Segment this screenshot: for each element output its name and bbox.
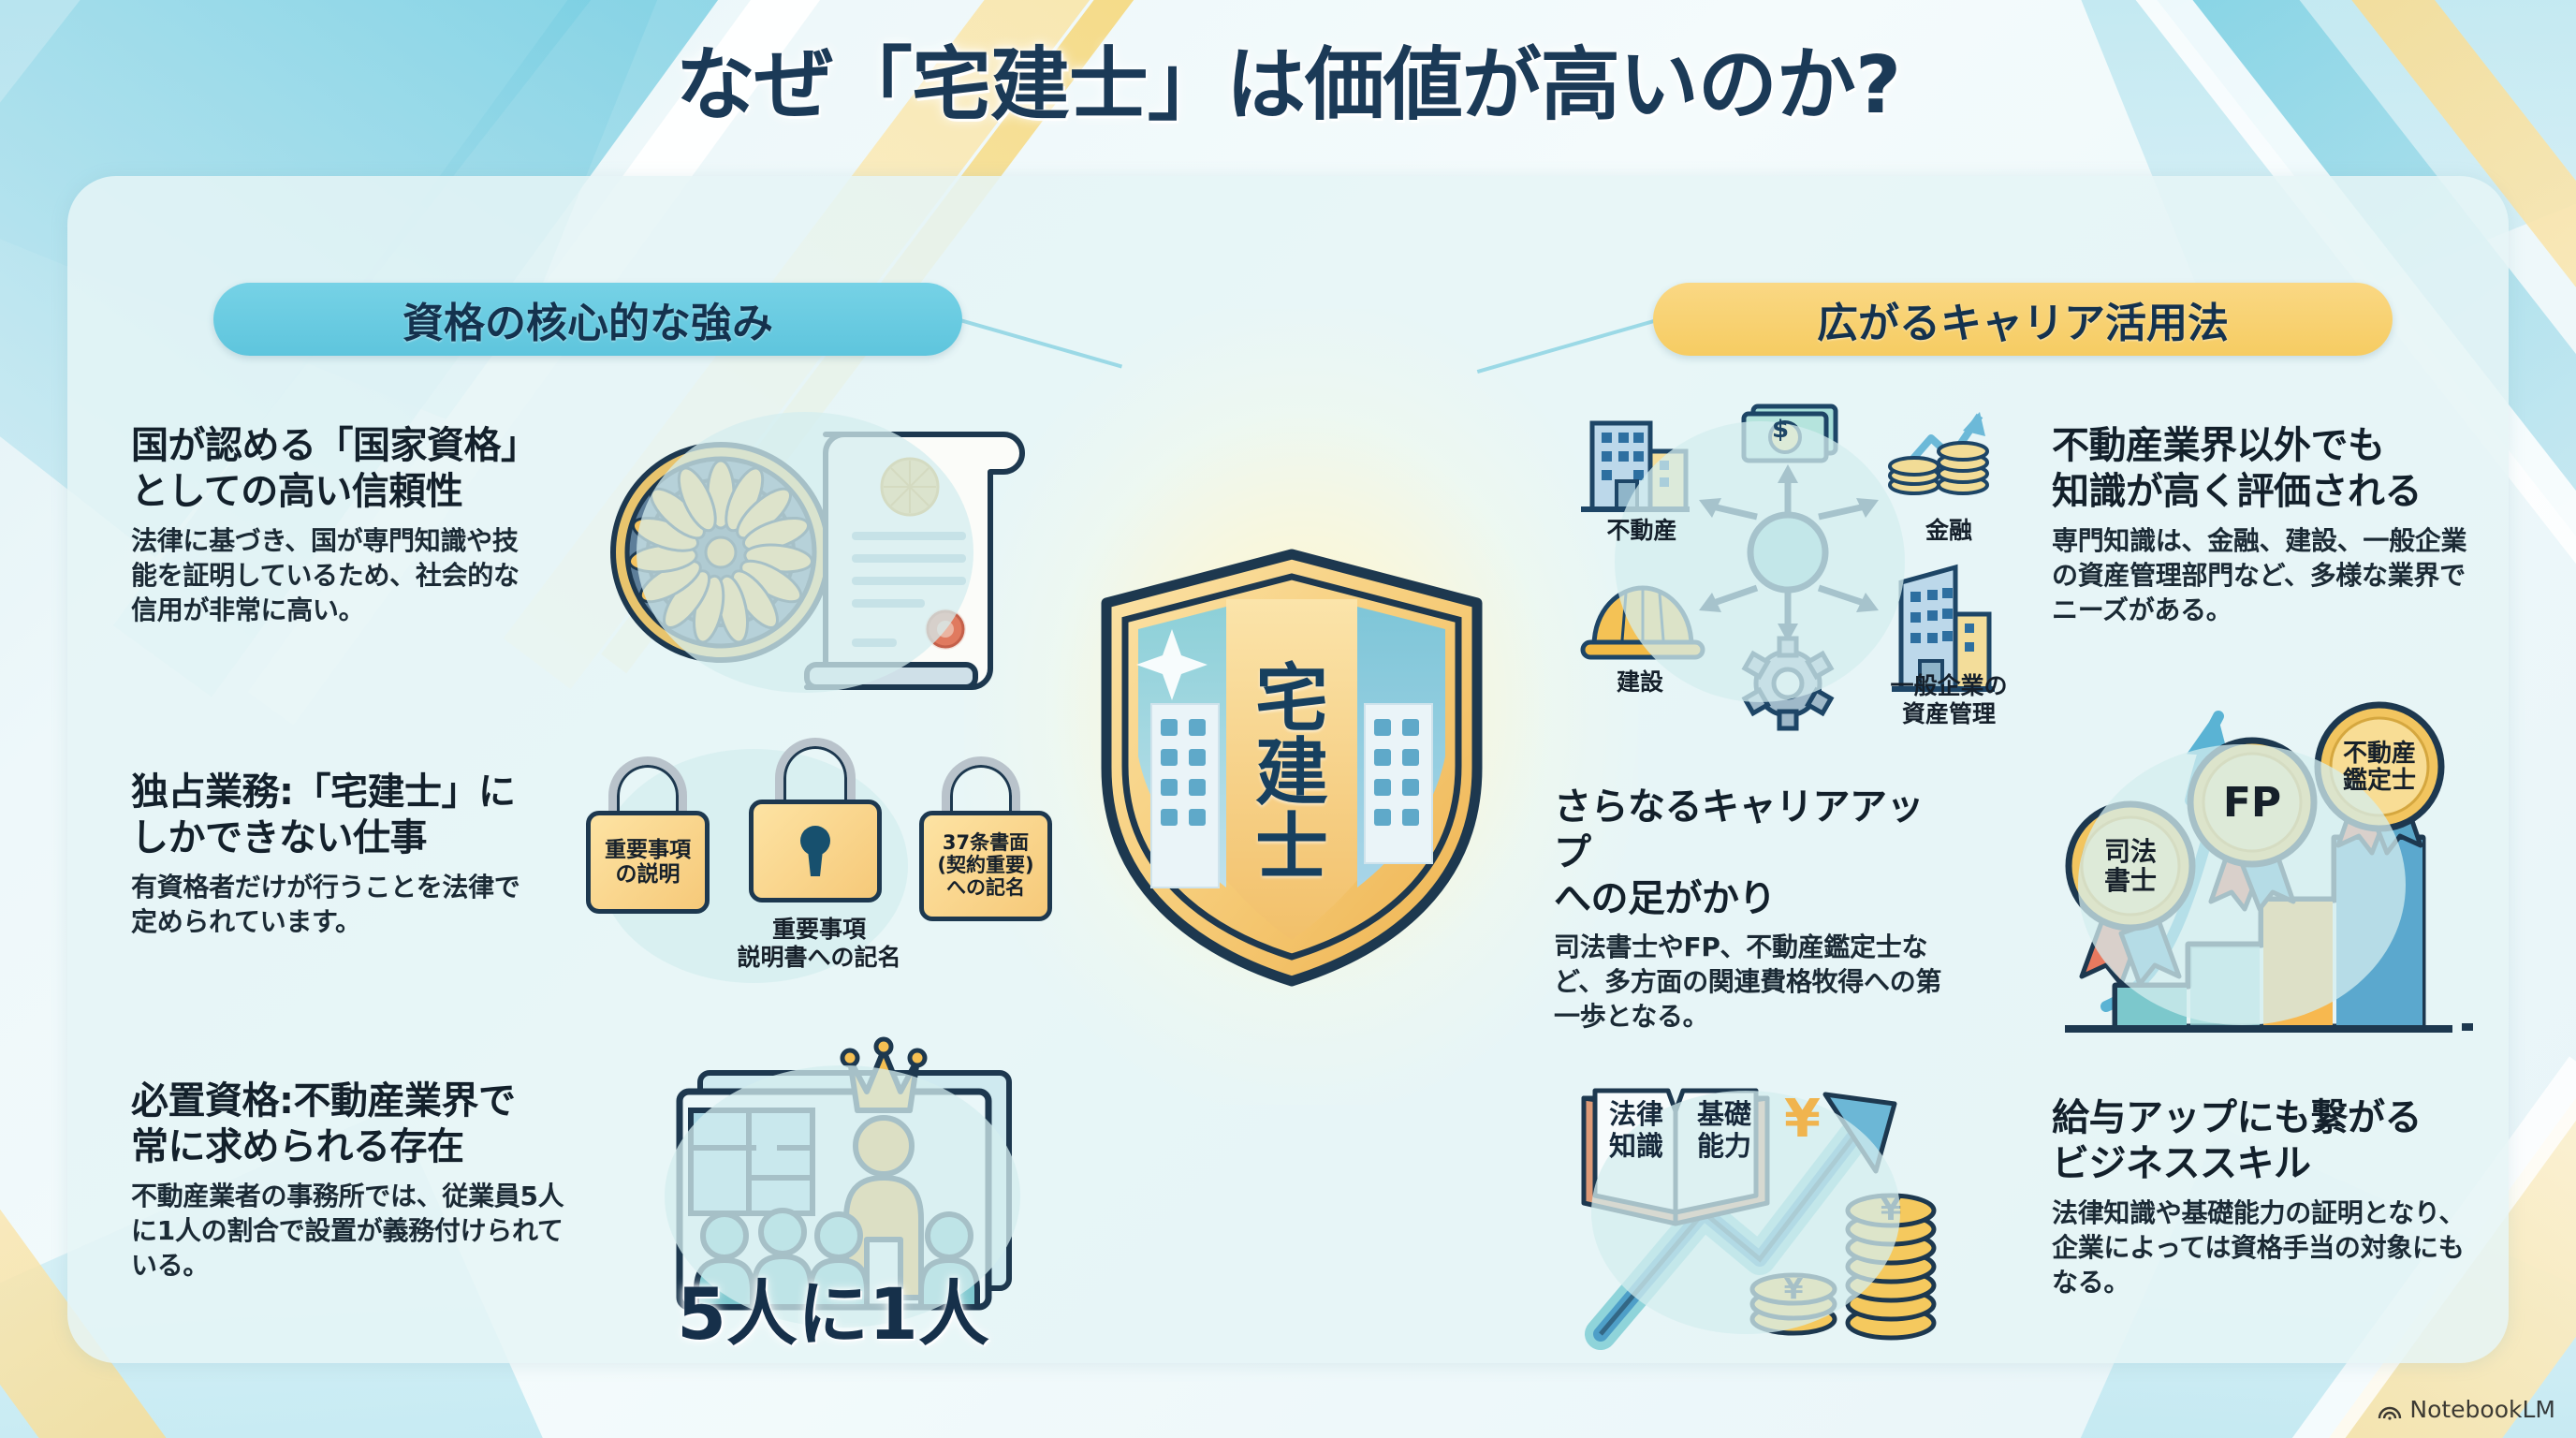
feature-body: 法律知識や基礎能力の証明となり、企業によっては資格手当の対象にもなる。 — [2052, 1196, 2466, 1298]
illustration-skills-salary: ¥ ¥ 法律 知識 基礎 能力 ¥ — [1544, 1053, 2012, 1353]
shield-char-1: 宅 — [1254, 656, 1328, 741]
banknote-currency-symbol: $ — [1772, 416, 1790, 444]
feature-block-salary-skills: 給与アップにも繋がる ビジネススキル 法律知識や基礎能力の証明となり、企業によっ… — [2052, 1095, 2482, 1299]
heading-line-2: 知識が高く評価される — [2052, 469, 2422, 513]
hub-label-corporate-line2: 資産管理 — [1901, 700, 1996, 727]
feature-heading: 給与アップにも繋がる ビジネススキル — [2052, 1095, 2482, 1187]
feature-heading: 必置資格:不動産業界で 常に求められる存在 — [131, 1078, 580, 1170]
book-right-line2: 能力 — [1696, 1130, 1751, 1163]
hub-label-finance: 金融 — [1925, 517, 1972, 544]
book-right-line1: 基礎 — [1696, 1098, 1751, 1130]
notebooklm-watermark-label: NotebookLM — [2409, 1396, 2555, 1423]
shield-label: 宅 建 士 — [1086, 543, 1498, 992]
section-header-left-label: 資格の核心的な強み — [402, 300, 773, 347]
heading-line-2: 常に求められる存在 — [131, 1124, 464, 1168]
feature-block-career-step: さらなるキャリアアップ への足がかり 司法書士やFP、不動産鑑定士など、多方面の… — [1554, 785, 1956, 1034]
page-title: なぜ「宅建士」は価値が高いのか? — [675, 39, 1901, 132]
feature-heading: 不動産業界以外でも 知識が高く評価される — [2052, 423, 2482, 515]
section-header-right: 広がるキャリア活用法 — [1653, 283, 2393, 356]
building-left-icon — [1150, 703, 1220, 888]
notebooklm-watermark: NotebookLM — [2378, 1396, 2555, 1423]
medal-label-shiho-shoshi: 司法 書士 — [2076, 830, 2185, 903]
medal-2-line1: 不動産 — [2342, 740, 2416, 769]
heading-line-2: しかできない仕事 — [131, 815, 428, 859]
heading-line-2: ビジネススキル — [2052, 1141, 2311, 1185]
book-right-page-label: 基礎 能力 — [1685, 1098, 1764, 1162]
heading-line-2: への足がかり — [1554, 876, 1777, 920]
heading-line-1: 給与アップにも繋がる — [2052, 1096, 2422, 1139]
book-left-page-label: 法律 知識 — [1597, 1098, 1676, 1162]
shield-char-3: 士 — [1254, 805, 1328, 890]
feature-body: 法律に基づき、国が専門知識や技能を証明しているため、社会的な信用が非常に高い。 — [131, 524, 520, 625]
illustration-seal-certificate — [580, 393, 1048, 712]
feature-block-national-qualification: 国が認める「国家資格」 としての高い信頼性 法律に基づき、国が専門知識や技能を証… — [131, 423, 543, 627]
padlock-left-label-line1: 重要事項 — [605, 837, 691, 862]
book-left-line1: 法律 — [1608, 1098, 1663, 1130]
illustration-exclusive-duties-locks: 重要事項 の説明 重要事項 説明書への記名 37条書面 (契約重要) への記名 — [586, 738, 1076, 1020]
heading-line-1: 独占業務:「宅建士」に — [131, 770, 516, 814]
padlock-center-caption-line1: 重要事項 — [771, 916, 866, 943]
illustration-career-hub: 不動産 金融 建設 一般企業の 資産管理 $ — [1540, 374, 2027, 749]
sparkle-icon — [1136, 629, 1208, 700]
padlock-center-caption-line2: 説明書への記名 — [737, 943, 901, 971]
shield-svg — [1101, 549, 1483, 987]
illustration-related-qualifications: 司法 書士 FP 不動産 鑑定士 — [2050, 688, 2537, 1044]
hub-label-corporate-line1: 一般企業の — [1890, 672, 2008, 699]
padlock-center-caption: 重要事項 説明書への記名 — [730, 916, 908, 971]
feature-block-exclusive-duties: 独占業務:「宅建士」に しかできない仕事 有資格者だけが行うことを法律で定められ… — [131, 770, 543, 940]
corporate-building-icon — [1892, 564, 1995, 692]
hub-label-corporate: 一般企業の 資産管理 — [1879, 672, 2019, 728]
feature-block-mandatory-placement: 必置資格:不動産業界で 常に求められる存在 不動産業者の事務所では、従業員5人に… — [131, 1078, 580, 1283]
yen-symbol-large: ¥ — [1784, 1089, 1821, 1150]
feature-body: 不動産業者の事務所では、従業員5人に1人の割合で設置が義務付けられている。 — [131, 1180, 564, 1281]
medal-2-line2: 鑑定士 — [2342, 767, 2416, 795]
feature-heading: 国が認める「国家資格」 としての高い信頼性 — [131, 423, 543, 515]
medal-0-line1: 司法 — [2103, 836, 2157, 868]
hub-label-real-estate: 不動産 — [1606, 517, 1677, 544]
shield-char-2: 建 — [1254, 731, 1328, 816]
heading-line-1: 必置資格:不動産業界で — [131, 1079, 516, 1123]
heading-line-1: さらなるキャリアアップ — [1554, 785, 1925, 874]
medal-label-fp: FP — [2198, 774, 2306, 832]
heading-line-2: としての高い信頼性 — [131, 469, 463, 513]
keyhole-icon — [800, 826, 830, 876]
padlock-right-label-line1: 37条書面 — [942, 831, 1030, 855]
feature-body: 専門知識は、金融、建設、一般企業の資産管理部門など、多様な業界でニーズがある。 — [2052, 524, 2467, 625]
building-right-icon — [1364, 703, 1433, 864]
medal-label-appraiser: 不動産 鑑定士 — [2323, 731, 2436, 804]
notebooklm-logo-icon — [2378, 1406, 2402, 1420]
feature-block-beyond-real-estate: 不動産業界以外でも 知識が高く評価される 専門知識は、金融、建設、一般企業の資産… — [2052, 423, 2482, 627]
feature-heading: 独占業務:「宅建士」に しかできない仕事 — [131, 770, 543, 861]
medal-0-line2: 書士 — [2103, 865, 2157, 896]
heading-line-1: 不動産業界以外でも — [2052, 424, 2385, 467]
central-emblem-shield: 宅 建 士 — [1086, 543, 1498, 992]
hub-label-construction: 建設 — [1616, 668, 1663, 696]
padlock-right-label-line2: (契約重要) — [937, 854, 1034, 877]
heading-line-1: 国が認める「国家資格」 — [131, 424, 538, 467]
padlock-right-label-line3: への記名 — [945, 875, 1025, 899]
book-left-line2: 知識 — [1608, 1130, 1663, 1163]
finance-coins-icon — [1888, 412, 1989, 495]
feature-heading: さらなるキャリアアップ への足がかり — [1554, 785, 1956, 921]
five-to-one-stat: 5人に1人 — [677, 1272, 989, 1356]
section-header-right-label: 広がるキャリア活用法 — [1817, 300, 2229, 347]
illustration-five-to-one: 5人に1人 — [646, 1036, 1170, 1356]
medal-1-line1: FP — [2222, 778, 2282, 827]
feature-body: 有資格者だけが行うことを法律で定められています。 — [131, 871, 520, 937]
padlock-left-label-line2: の説明 — [615, 862, 681, 887]
section-header-left: 資格の核心的な強み — [213, 283, 962, 356]
feature-body: 司法書士やFP、不動産鑑定士など、多方面の関連費格牧得への第一歩となる。 — [1554, 932, 1942, 1033]
